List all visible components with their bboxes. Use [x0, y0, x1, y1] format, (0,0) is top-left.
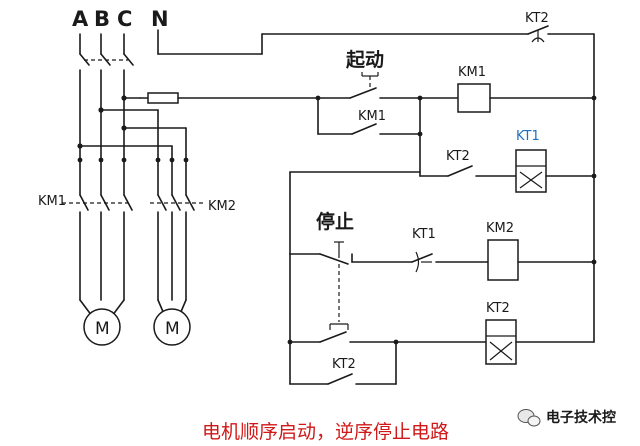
phase-a-label: A: [72, 7, 89, 31]
supply-lines: [77, 33, 189, 163]
kt1-delay-contact: [411, 251, 489, 273]
kt2-delay-contact-top: [527, 25, 549, 43]
kt2-contact-bottom: [289, 339, 399, 385]
motor-2-label: M: [165, 319, 180, 339]
kt1-coil-label: KT1: [516, 129, 540, 144]
km1-main-label: KM1: [38, 194, 66, 209]
phase-b-label: B: [94, 7, 110, 31]
kt2-contact-mid-label: KT2: [446, 149, 470, 164]
kt2-top-label: KT2: [525, 11, 549, 26]
kt2-contact-bottom-label: KT2: [332, 357, 356, 372]
wechat-logo-icon: [517, 409, 541, 427]
stop-button: [289, 241, 413, 265]
watermark-text: 电子技术控: [546, 409, 616, 426]
kt1-coil: [515, 149, 597, 193]
kt2-contact-mid: [417, 131, 517, 177]
kt2-coil: [395, 319, 595, 365]
start-button: [317, 72, 459, 99]
neutral-rail: [157, 29, 595, 343]
km1-coil-label: KM1: [458, 65, 486, 80]
control-left-bus: [289, 171, 421, 343]
motor-1-label: M: [95, 319, 110, 339]
control-fuse: [139, 92, 319, 104]
km2-coil: [487, 239, 597, 281]
neutral-label: N: [151, 7, 169, 31]
start-button-label: 起动: [345, 49, 384, 71]
km1-aux-label: KM1: [358, 109, 386, 124]
km1-main-contacts: [62, 159, 133, 301]
kt1-contact-label: KT1: [412, 227, 436, 242]
motor-2: [153, 299, 191, 346]
phase-c-label: C: [117, 7, 132, 31]
motor-1: [79, 299, 125, 346]
km1-aux-contact: [315, 95, 423, 135]
stop-button-label: 停止: [316, 210, 354, 233]
km2-main-contacts: [150, 159, 204, 301]
km2-coil-label: KM2: [486, 221, 514, 236]
stop-aux-contact: [287, 323, 397, 345]
diagram-caption: 电机顺序启动，逆序停止电路: [202, 421, 449, 443]
km2-main-label: KM2: [208, 199, 236, 214]
km1-coil: [457, 83, 597, 113]
kt2-coil-label: KT2: [486, 301, 510, 316]
